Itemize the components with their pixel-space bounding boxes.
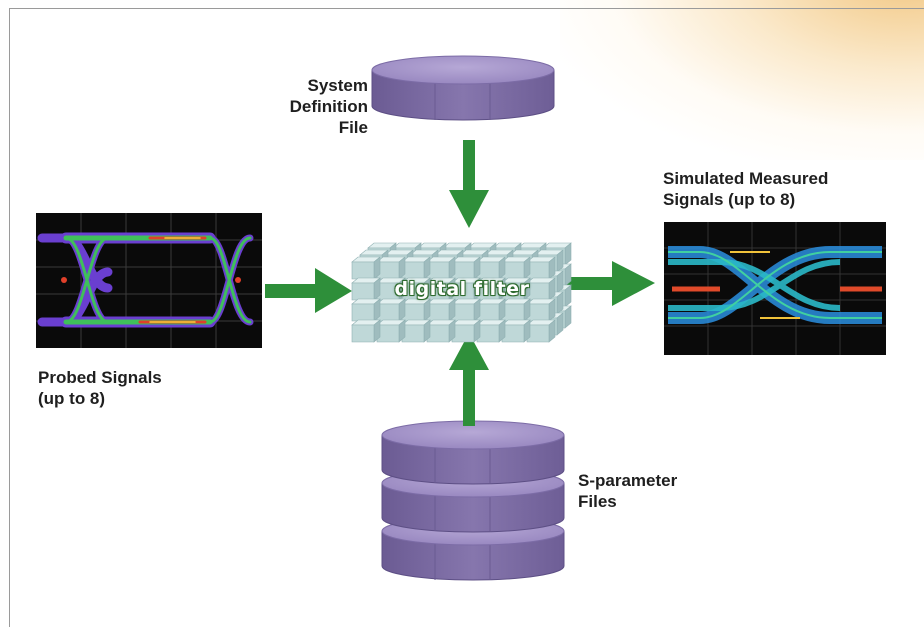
system-definition-line: System xyxy=(307,76,368,95)
s-parameter-line: S-parameter xyxy=(578,471,678,490)
filter-cube xyxy=(426,256,456,280)
simulated-signals-label: Simulated Measured Signals (up to 8) xyxy=(663,168,828,210)
filter-cube xyxy=(426,277,456,301)
filter-cube xyxy=(476,256,506,280)
filter-cube xyxy=(376,319,406,343)
system-definition-database-icon xyxy=(371,55,555,121)
digital-filter-label: digital filter xyxy=(394,278,530,300)
filter-cube xyxy=(426,298,456,322)
filter-cube xyxy=(451,277,481,301)
filter-cube xyxy=(401,277,431,301)
probed-eye-diagram-icon xyxy=(36,213,262,348)
filter-cube xyxy=(351,256,381,280)
filter-cube xyxy=(401,319,431,343)
filter-cube xyxy=(476,298,506,322)
corner-glow xyxy=(560,0,924,160)
filter-cube xyxy=(501,277,531,301)
filter-cube xyxy=(401,298,431,322)
simulated-signals-line: Signals (up to 8) xyxy=(663,190,796,209)
filter-cube xyxy=(451,319,481,343)
filter-cube xyxy=(526,319,556,343)
s-parameter-line: Files xyxy=(578,492,617,511)
filter-cube xyxy=(476,319,506,343)
filter-cube xyxy=(526,298,556,322)
arrow-right-icon xyxy=(265,268,352,313)
diagram-frame xyxy=(9,8,924,627)
filter-cube xyxy=(501,319,531,343)
filter-cube xyxy=(351,298,381,322)
system-definition-label: System Definition File xyxy=(282,75,368,138)
arrow-up-icon xyxy=(449,333,489,426)
probed-signals-line: Probed Signals xyxy=(38,368,162,387)
cube-grid-icon xyxy=(351,242,572,343)
filter-cube xyxy=(351,277,381,301)
filter-cube xyxy=(401,256,431,280)
filter-cube xyxy=(376,256,406,280)
arrow-right-icon xyxy=(558,261,655,306)
s-parameter-database-icon xyxy=(381,420,565,581)
s-parameter-label: S-parameter Files xyxy=(578,470,677,512)
filter-cube xyxy=(376,277,406,301)
simulated-eye-diagram-icon xyxy=(664,222,886,355)
system-definition-line: File xyxy=(338,118,368,137)
filter-cube xyxy=(476,277,506,301)
system-definition-line: Definition xyxy=(289,97,368,116)
filter-cube xyxy=(376,298,406,322)
filter-cube xyxy=(351,319,381,343)
filter-cube xyxy=(451,256,481,280)
probed-signals-line: (up to 8) xyxy=(38,389,106,408)
filter-cube xyxy=(501,298,531,322)
filter-cube xyxy=(426,319,456,343)
filter-cube xyxy=(526,256,556,280)
simulated-signals-line: Simulated Measured xyxy=(663,169,829,188)
probed-signals-label: Probed Signals (up to 8) xyxy=(38,367,162,409)
arrow-down-icon xyxy=(449,140,489,228)
filter-cube xyxy=(501,256,531,280)
filter-cube xyxy=(451,298,481,322)
